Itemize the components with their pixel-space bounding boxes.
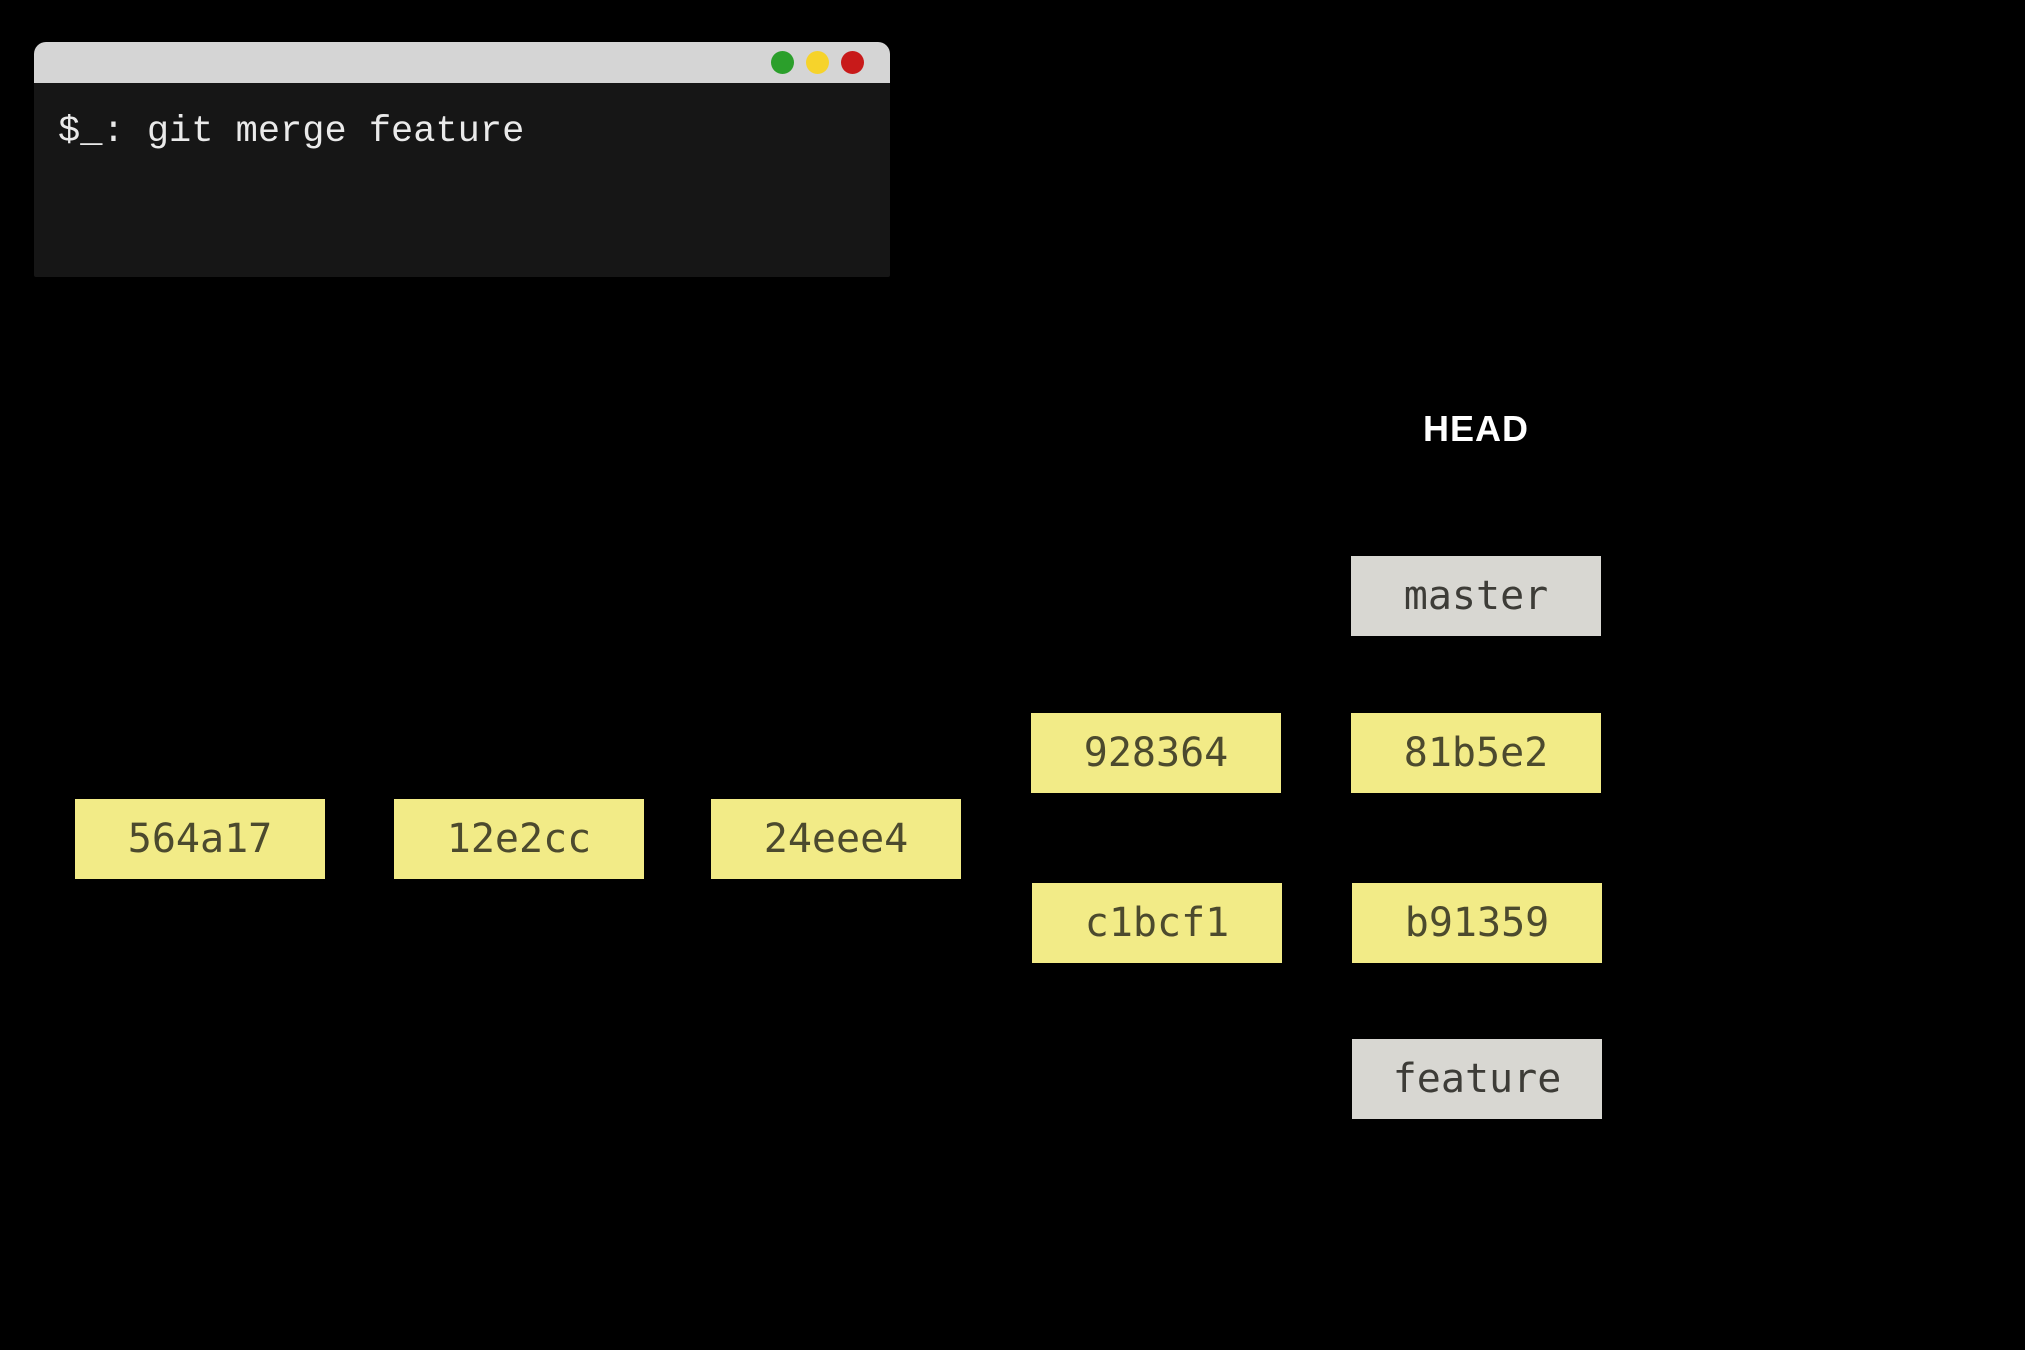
head-pointer-label: HEAD [1422,408,1529,449]
commit-node-564a17: 564a17 [75,799,325,879]
window-control-red-icon[interactable] [841,51,864,74]
branch-label-feature: feature [1352,1039,1602,1119]
commit-node-928364: 928364 [1031,713,1281,793]
commit-node-12e2cc: 12e2cc [394,799,644,879]
window-control-green-icon[interactable] [771,51,794,74]
terminal-titlebar[interactable] [34,42,890,83]
branch-label-master: master [1351,556,1601,636]
commit-node-b91359: b91359 [1352,883,1602,963]
commit-node-24eee4: 24eee4 [711,799,961,879]
terminal-command-text: $_: git merge feature [58,111,525,153]
window-control-yellow-icon[interactable] [806,51,829,74]
terminal-body[interactable]: $_: git merge feature [34,83,890,277]
terminal-window: $_: git merge feature [34,42,890,277]
commit-node-c1bcf1: c1bcf1 [1032,883,1282,963]
commit-node-81b5e2: 81b5e2 [1351,713,1601,793]
